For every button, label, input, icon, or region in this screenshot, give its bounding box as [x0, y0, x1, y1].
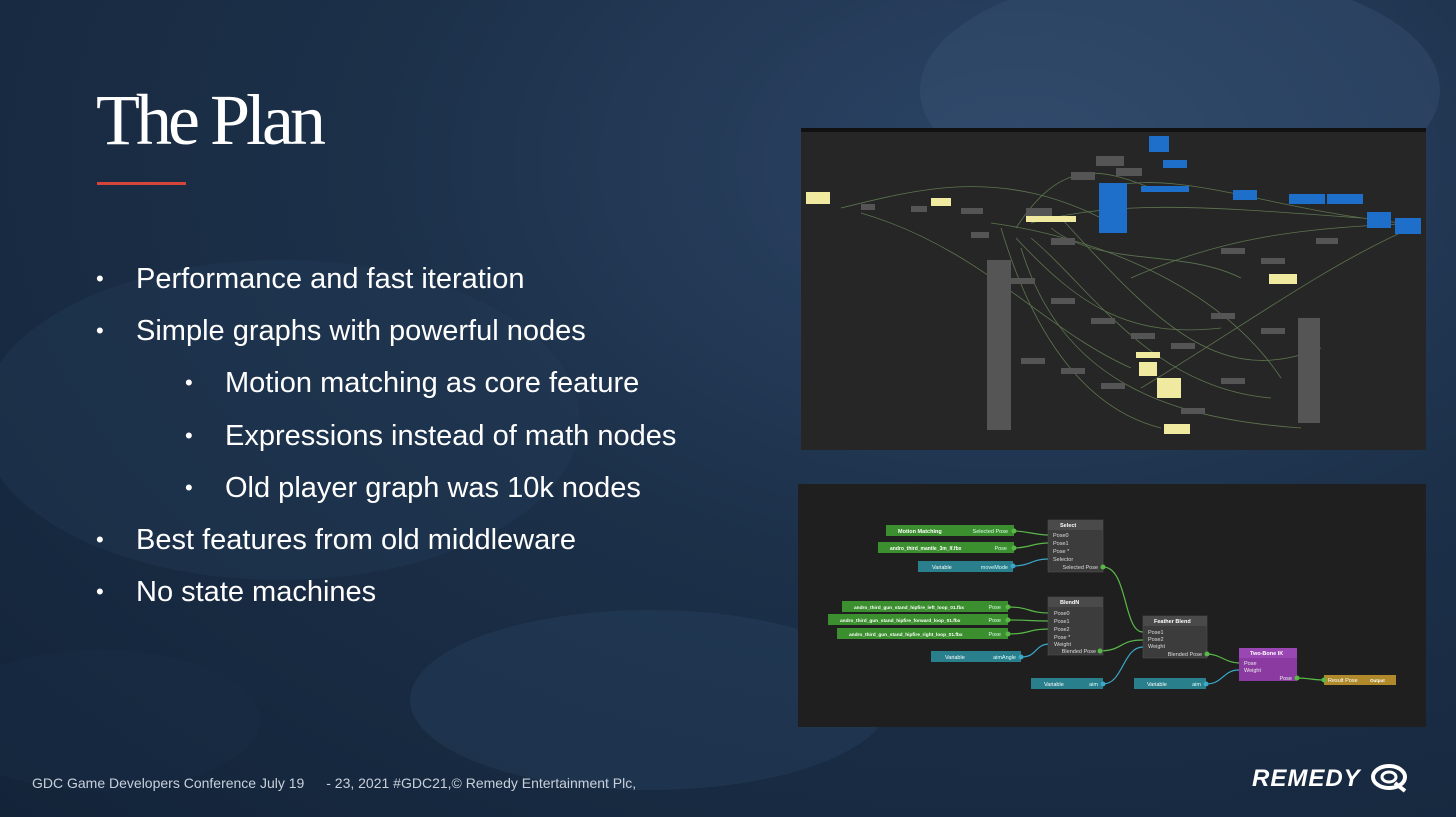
output-node: Result Pose [1328, 678, 1358, 684]
pin-label: Weight [1054, 642, 1071, 648]
pin-label: Pose2 [1148, 637, 1164, 643]
pin-label: Blended Pose [1062, 649, 1096, 655]
bullet-dot: • [96, 266, 104, 291]
title-underline [97, 182, 186, 185]
pin-label: Pose2 [1054, 627, 1070, 633]
pin-label: Selector [1053, 557, 1073, 563]
sub-bullet-item: • Old player graph was 10k nodes [96, 462, 676, 514]
bullet-item: • Best features from old middleware [96, 514, 676, 566]
node-output-label: Pose [988, 605, 1001, 611]
bullet-item: • No state machines [96, 566, 676, 618]
bullet-item: • Performance and fast iteration [96, 253, 676, 305]
clip-node: andro_third_gun_stand_hipfire_right_loop… [849, 632, 963, 638]
old-graph-overview-image [801, 128, 1426, 450]
bullet-dot: • [185, 474, 193, 500]
clip-node: andro_third_gun_stand_hipfire_left_loop_… [854, 605, 964, 611]
footer-conference: GDC Game Developers Conference July 19 [32, 775, 305, 791]
bullet-text: No state machines [136, 576, 377, 609]
footer-copyright: - 23, 2021 #GDC21,© Remedy Entertainment… [326, 775, 637, 791]
pin-label: Pose0 [1053, 533, 1069, 539]
node-output-label: Pose [988, 632, 1001, 638]
pin-label: Pose1 [1053, 541, 1069, 547]
two-bone-ik-node-title: Two-Bone IK [1250, 651, 1283, 657]
node-output-label: Selected Pose [973, 529, 1008, 535]
logo-text: REMEDY [1252, 765, 1361, 792]
remedy-q-icon [1370, 763, 1407, 793]
bullet-dot: • [96, 526, 104, 552]
feather-blend-node-title: Feather Blend [1154, 619, 1191, 625]
pin-label: Pose0 [1054, 611, 1070, 617]
variable-node: Variable [1044, 682, 1064, 688]
bullet-dot: • [185, 370, 193, 396]
pin-label: Pose1 [1148, 630, 1164, 636]
variable-node: Variable [932, 565, 952, 571]
sub-bullet-item: • Motion matching as core feature [96, 357, 676, 409]
variable-node: Variable [945, 655, 965, 661]
remedy-logo: REMEDY [1252, 763, 1410, 793]
pin-label: Weight [1148, 644, 1165, 650]
slide-title: The Plan [96, 80, 326, 160]
node-output-label: Pose [988, 618, 1001, 624]
bullet-dot: • [96, 318, 104, 344]
bullet-dot: • [185, 422, 193, 448]
node-output-label: aimAngle [993, 655, 1016, 661]
pin-label: Pose1 [1054, 619, 1070, 625]
pin-label: Blended Pose [1168, 652, 1202, 658]
bullet-text: Best features from old middleware [136, 523, 577, 556]
new-graph-image: Motion Matching Selected Pose andro_thir… [798, 484, 1426, 727]
sub-bullet-item: • Expressions instead of math nodes [96, 410, 676, 462]
node-output-label: moveMode [981, 565, 1008, 571]
node-output-label: aim [1089, 682, 1098, 688]
clip-node: andro_third_gun_stand_hipfire_forward_lo… [840, 618, 961, 624]
pin-label: Weight [1244, 668, 1261, 674]
pin-label: Selected Pose [1063, 565, 1098, 571]
bullet-text: Performance and fast iteration [136, 263, 525, 295]
select-node-title: Select [1060, 523, 1076, 529]
bullet-text: Simple graphs with powerful nodes [136, 315, 586, 348]
bullet-text: Motion matching as core feature [225, 367, 640, 400]
node-output-label: Pose [994, 546, 1007, 552]
blendn-node-title: BlendN [1060, 600, 1079, 606]
bullet-dot: • [96, 579, 104, 605]
bullet-text: Old player graph was 10k nodes [225, 471, 641, 504]
motion-matching-node: Motion Matching [898, 529, 942, 535]
variable-node: Variable [1147, 682, 1167, 688]
node-output-label: aim [1192, 682, 1201, 688]
bullet-list: • Performance and fast iteration • Simple … [96, 253, 676, 618]
bullet-item: • Simple graphs with powerful nodes [96, 305, 676, 357]
clip-node: andro_third_mantle_3m_lf.fbx [890, 546, 962, 552]
pin-label: Pose * [1053, 549, 1070, 555]
pin-label: Pose [1279, 676, 1292, 682]
slide-footer: GDC Game Developers Conference July 19 -… [32, 775, 636, 791]
pin-label: Pose [1244, 661, 1257, 667]
pin-label: Pose * [1054, 635, 1071, 641]
bullet-text: Expressions instead of math nodes [225, 419, 677, 452]
output-node-tag: Output [1370, 678, 1385, 683]
